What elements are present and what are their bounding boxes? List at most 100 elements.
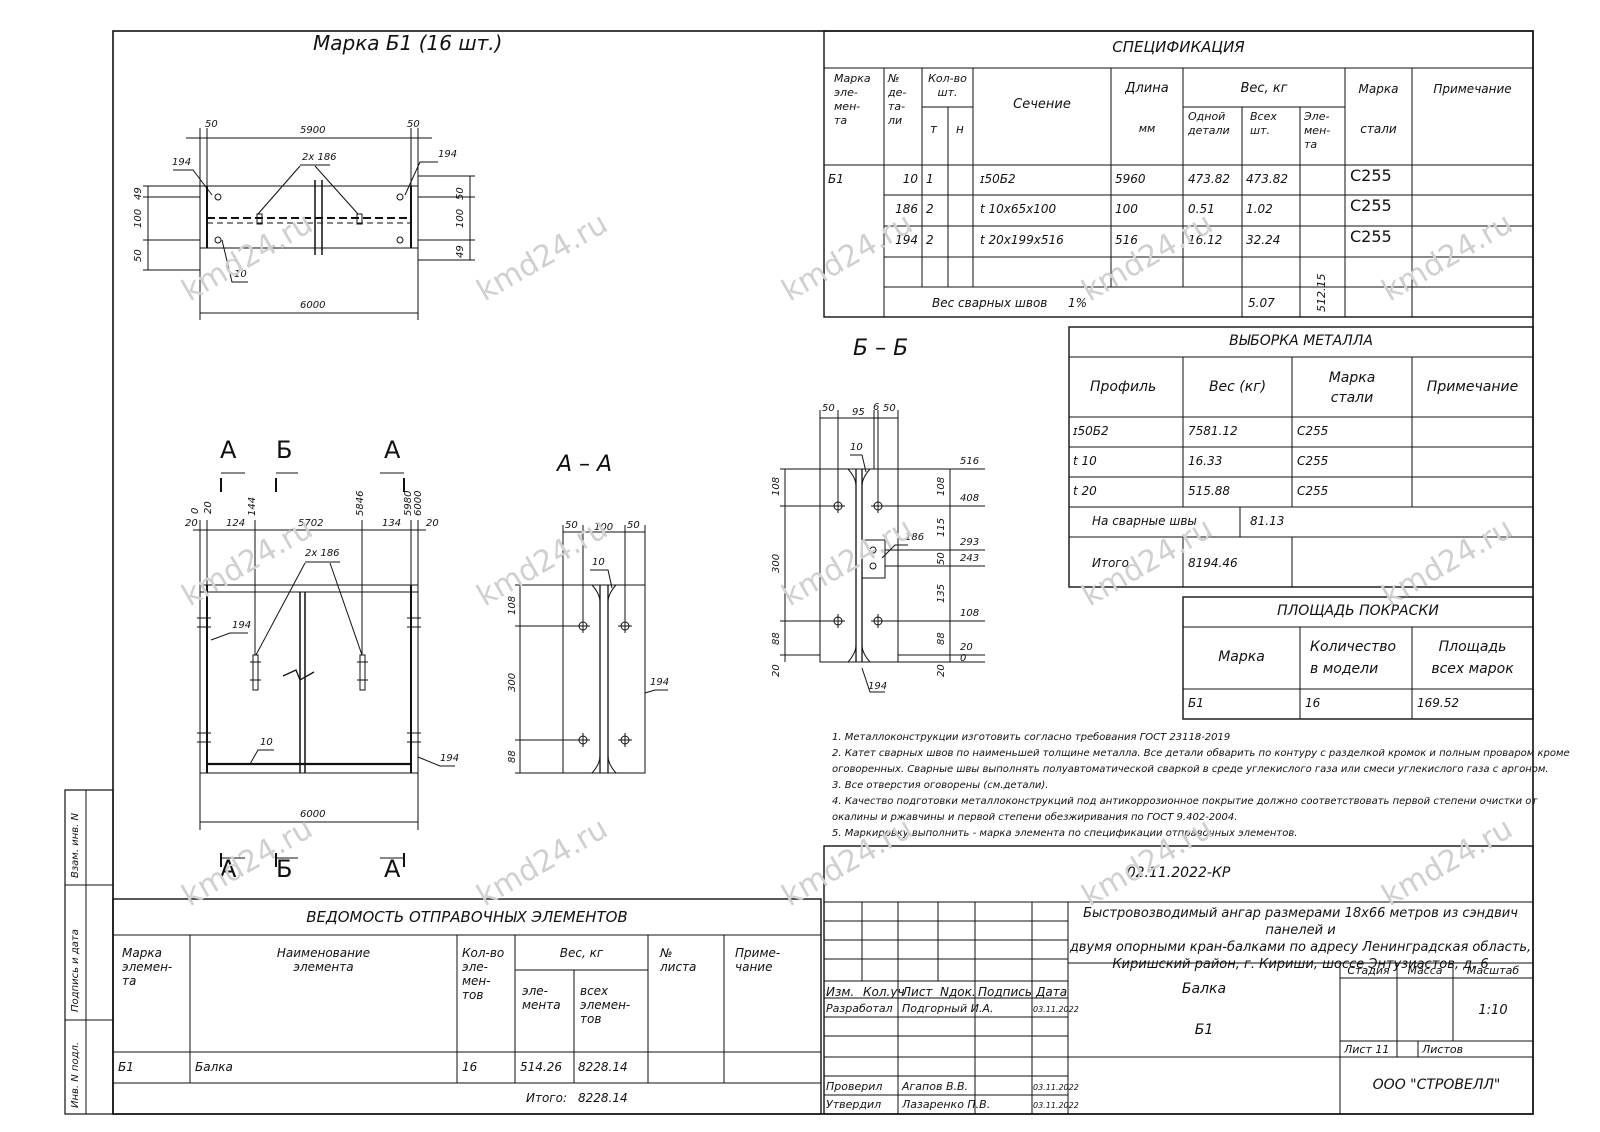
spec-header-steel2: стали	[1360, 122, 1397, 136]
spec-row-section: t 20x199x516	[980, 233, 1064, 247]
note-line: оговоренных. Сварные швы выполнять полуа…	[832, 764, 1549, 775]
spec-header-section: Сечение	[1013, 97, 1071, 112]
dim-label: 100	[455, 208, 466, 228]
stamp-date: 03.11.2022	[1033, 1005, 1079, 1014]
spec-header-t: т	[930, 122, 937, 136]
cut-label-a-top-left: А	[220, 436, 237, 464]
part-callout: 2х 186	[305, 548, 340, 559]
spec-header-qty: Кол-во шт.	[928, 72, 967, 99]
stamp-massa: Масса	[1407, 964, 1443, 977]
spec-row-all: 32.24	[1246, 233, 1281, 247]
part-callout: 10	[850, 442, 863, 453]
spec-row-t: 1	[926, 172, 934, 186]
stamp-date: 03.11.2022	[1033, 1101, 1079, 1110]
dim-label: 50	[455, 187, 466, 200]
cut-label-a-bottom-left: А	[220, 855, 237, 883]
stamp-role: Проверил	[826, 1080, 883, 1093]
dim-label: 108	[936, 476, 947, 496]
dim-label: 20	[203, 501, 214, 514]
vedomost-header-name: Наименование элемента	[276, 946, 371, 974]
note-line: 3. Все отверстия оговорены (см.детали).	[832, 780, 1049, 791]
dim-label: 20	[936, 664, 947, 677]
dim-label: 20	[426, 518, 439, 529]
metal-weld-label: На сварные швы	[1092, 514, 1197, 528]
side-label-podpis: Подпись и дата	[70, 929, 81, 1012]
main-title: Марка Б1 (16 шт.)	[313, 31, 503, 55]
metal-row-steel: C255	[1297, 484, 1329, 498]
spec-row-length: 516	[1115, 233, 1138, 247]
part-callout: 10	[592, 557, 605, 568]
dim-label: 50	[205, 119, 218, 130]
vedomost-header-sheet: № листа	[660, 946, 697, 974]
spec-row-t: 2	[926, 233, 934, 247]
spec-header-note: Примечание	[1433, 82, 1512, 96]
metal-row-steel: C255	[1297, 424, 1329, 438]
stamp-h-data: Дата	[1036, 985, 1068, 999]
vedomost-header-note: Приме- чание	[735, 946, 781, 974]
stamp-name: Подгорный И.А.	[902, 1002, 994, 1015]
stamp-element-mark: Б1	[1194, 1022, 1214, 1038]
side-label-vzam: Взам. инв. N	[70, 813, 81, 878]
level-label: 516	[960, 456, 980, 467]
side-label-inv: Инв. N подл.	[70, 1041, 81, 1108]
stamp-list: Лист 11	[1344, 1043, 1390, 1056]
dim-label: 115	[936, 517, 947, 537]
dim-label: 50	[936, 552, 947, 565]
stamp-date: 03.11.2022	[1033, 1083, 1079, 1092]
paint-header-qty: Количество в модели	[1310, 639, 1397, 677]
stamp-name: Лазаренко П.В.	[902, 1098, 991, 1111]
metal-row-profile: ɪ50Б2	[1073, 424, 1109, 438]
spec-weld-value: 5.07	[1248, 296, 1275, 310]
dim-label: 300	[507, 672, 518, 692]
spec-row-steel: C255	[1350, 166, 1392, 185]
paint-header-area: Площадь всех марок	[1431, 639, 1514, 677]
vedomost-header-w-el: эле- мента	[522, 984, 561, 1012]
dim-label: 20	[771, 664, 782, 677]
cut-label-b-top: Б	[276, 436, 293, 464]
dim-label: 134	[382, 518, 402, 529]
metal-header-weight: Вес (кг)	[1208, 379, 1267, 395]
dim-label: 50	[822, 403, 835, 414]
metal-header-steel: Марка стали	[1328, 370, 1376, 406]
spec-row-section: ɪ50Б2	[980, 172, 1016, 186]
vedomost-row-name: Балка	[195, 1060, 233, 1074]
dim-label: 5702	[298, 518, 324, 529]
level-label: 408	[960, 493, 980, 504]
spec-header-elem: Эле- мен- та	[1304, 110, 1331, 151]
metal-header-profile: Профиль	[1090, 379, 1157, 395]
metal-row-steel: C255	[1297, 454, 1329, 468]
metal-total-label: Итого	[1092, 556, 1129, 570]
cut-label-a-top-right: А	[384, 436, 401, 464]
paint-row-area: 169.52	[1417, 696, 1459, 710]
dim-label: 108	[771, 476, 782, 496]
dim-label: 50	[133, 249, 144, 262]
metal-header-note: Примечание	[1426, 379, 1519, 395]
vedomost-title: ВЕДОМОСТЬ ОТПРАВОЧНЫХ ЭЛЕМЕНТОВ	[306, 908, 628, 926]
part-callout: 10	[234, 269, 247, 280]
spec-row-num: 194	[895, 233, 918, 247]
note-line: окалины и ржавчины и первой степени обез…	[832, 812, 1238, 823]
note-line: 2. Катет сварных швов по наименьшей толщ…	[832, 748, 1570, 759]
part-callout: 194	[440, 753, 460, 764]
section-bb-title: Б – Б	[853, 336, 909, 361]
spec-header-num: № де- та- ли	[888, 72, 907, 127]
paint-header-mark: Марка	[1218, 649, 1265, 665]
spec-header-all: Всех шт.	[1250, 110, 1277, 137]
paint-row-mark: Б1	[1188, 696, 1204, 710]
part-callout: 194	[438, 149, 458, 160]
spec-header-mark: Марка эле- мен- та	[834, 72, 871, 127]
vedomost-row-mark: Б1	[118, 1060, 134, 1074]
spec-row-length: 5960	[1115, 172, 1146, 186]
spec-header-weight: Вес, кг	[1240, 81, 1288, 96]
stamp-listov: Листов	[1422, 1043, 1464, 1056]
stamp-name: Агапов В.В.	[902, 1080, 969, 1093]
stamp-masshtab: Масштаб	[1466, 964, 1520, 977]
spec-header-steel: Марка	[1358, 82, 1399, 96]
spec-header-n: н	[956, 122, 964, 136]
general-notes: 1. Металлоконструкции изготовить согласн…	[832, 730, 1570, 842]
vedomost-row-w-el: 514.26	[520, 1060, 562, 1074]
metal-row-profile: t 10	[1073, 454, 1097, 468]
spec-row-length: 100	[1115, 202, 1138, 216]
spec-row-section: t 10x65x100	[980, 202, 1057, 216]
dim-label: 100	[594, 522, 614, 533]
